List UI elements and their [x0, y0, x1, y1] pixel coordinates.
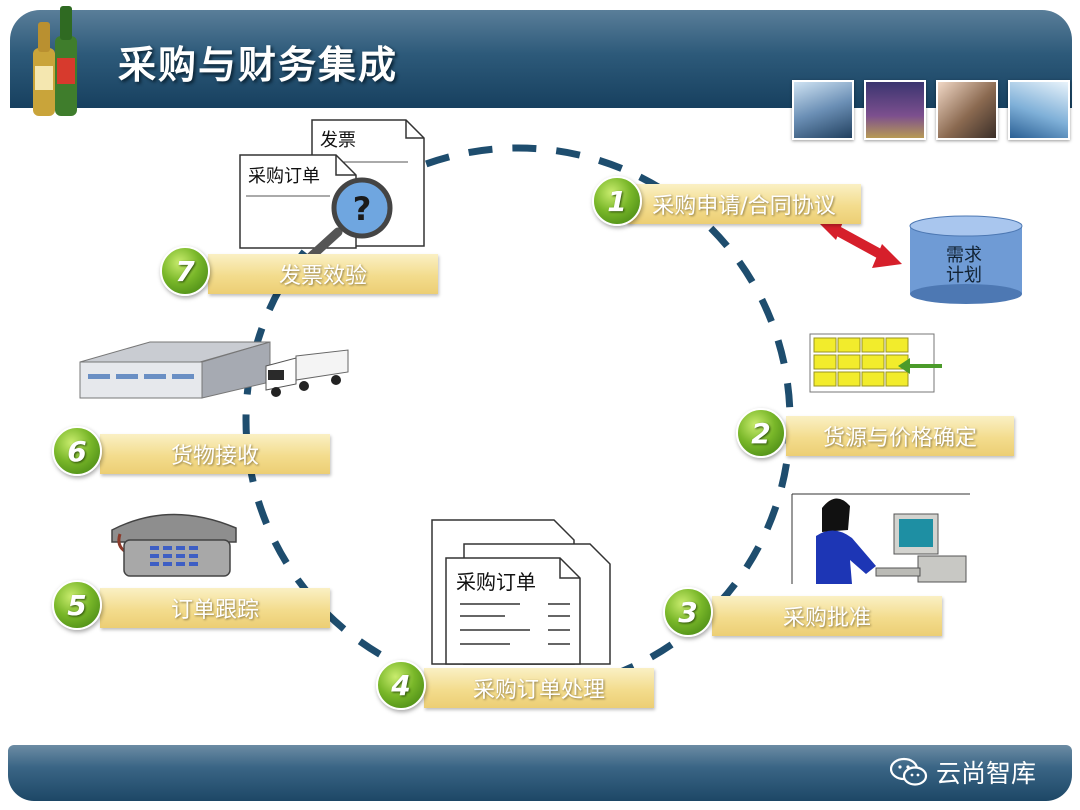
po-large-doc-text: 采购订单 [456, 570, 536, 594]
plan-cylinder-line1: 需求 [946, 245, 982, 266]
footer-brand: 云尚智库 [890, 752, 1036, 792]
step-1-badge: 1 [592, 176, 642, 226]
po-small-doc-text: 采购订单 [248, 166, 320, 187]
step-4-label: 采购订单处理 [424, 668, 654, 708]
step-5-label: 订单跟踪 [100, 588, 330, 628]
step-5-badge: 5 [52, 580, 102, 630]
step-2-badge: 2 [736, 408, 786, 458]
city-night-photo [864, 80, 926, 140]
svg-text:?: ? [353, 190, 372, 228]
plan-cylinder-line2: 计划 [946, 265, 982, 286]
step-6-label: 货物接收 [100, 434, 330, 474]
wechat-icon [890, 757, 928, 786]
step-2-label: 货源与价格确定 [786, 416, 1014, 456]
supplier-grid-icon [809, 333, 942, 393]
phone-call-photo [936, 80, 998, 140]
footer-bar [8, 745, 1072, 801]
step-3-badge: 3 [663, 587, 713, 637]
page-title: 采购与财务集成 [118, 43, 399, 87]
step-3-label: 采购批准 [712, 596, 942, 636]
plan-cylinder-icon [909, 215, 1023, 304]
step-4-badge: 4 [376, 660, 426, 710]
invoice-doc-text: 发票 [320, 130, 356, 151]
beer-bottles-icon [33, 6, 77, 116]
plan-cylinder-text: 需求 计划 [932, 246, 996, 286]
skyscraper-photo [1008, 80, 1070, 140]
step-1-label: 采购申请/合同协议 [627, 184, 861, 224]
step-7-badge: 7 [160, 246, 210, 296]
step-6-badge: 6 [52, 426, 102, 476]
step-7-label: 发票效验 [208, 254, 438, 294]
warehouse-truck-icon [79, 341, 349, 399]
brand-name: 云尚智库 [936, 759, 1037, 788]
building-photo [792, 80, 854, 140]
telephone-icon [111, 513, 237, 577]
person-computer-icon [791, 493, 970, 584]
purchase-order-large-icon [431, 519, 611, 665]
